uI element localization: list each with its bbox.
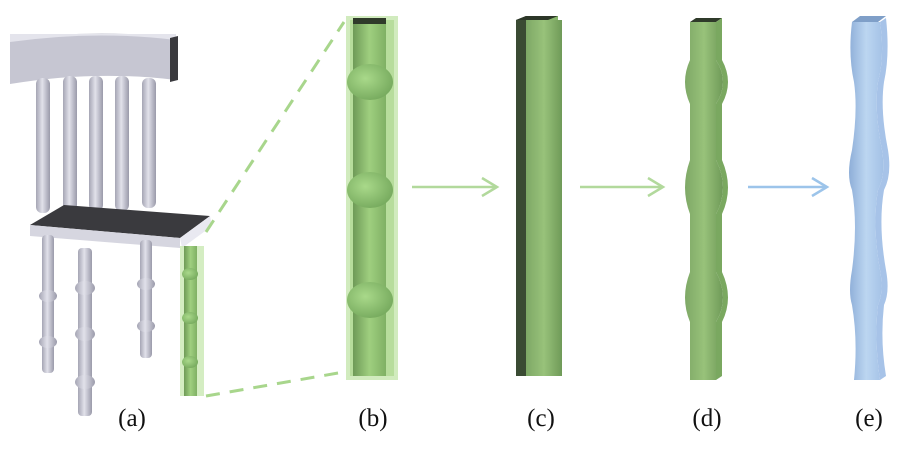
arrow-b-to-c <box>412 176 500 198</box>
arrow-c-to-d <box>580 176 666 198</box>
chair-highlighted-leg <box>180 246 204 396</box>
panel-b-leg <box>346 16 398 380</box>
chair-spindles <box>36 76 156 213</box>
zoom-dashed-lines <box>204 21 346 398</box>
panel-c-box <box>516 16 562 376</box>
caption-c: (c) <box>527 405 555 432</box>
panel-e-shape <box>849 16 890 380</box>
caption-e: (e) <box>855 405 883 432</box>
caption-a: (a) <box>118 405 146 432</box>
arrow-d-to-e <box>748 176 830 198</box>
caption-d: (d) <box>692 405 722 432</box>
panel-d-shape <box>685 18 728 380</box>
caption-b: (b) <box>358 405 388 432</box>
chair-backrest <box>10 33 178 84</box>
chair-model <box>10 33 212 416</box>
chair-legs <box>39 235 155 416</box>
chair-seat <box>30 205 212 248</box>
